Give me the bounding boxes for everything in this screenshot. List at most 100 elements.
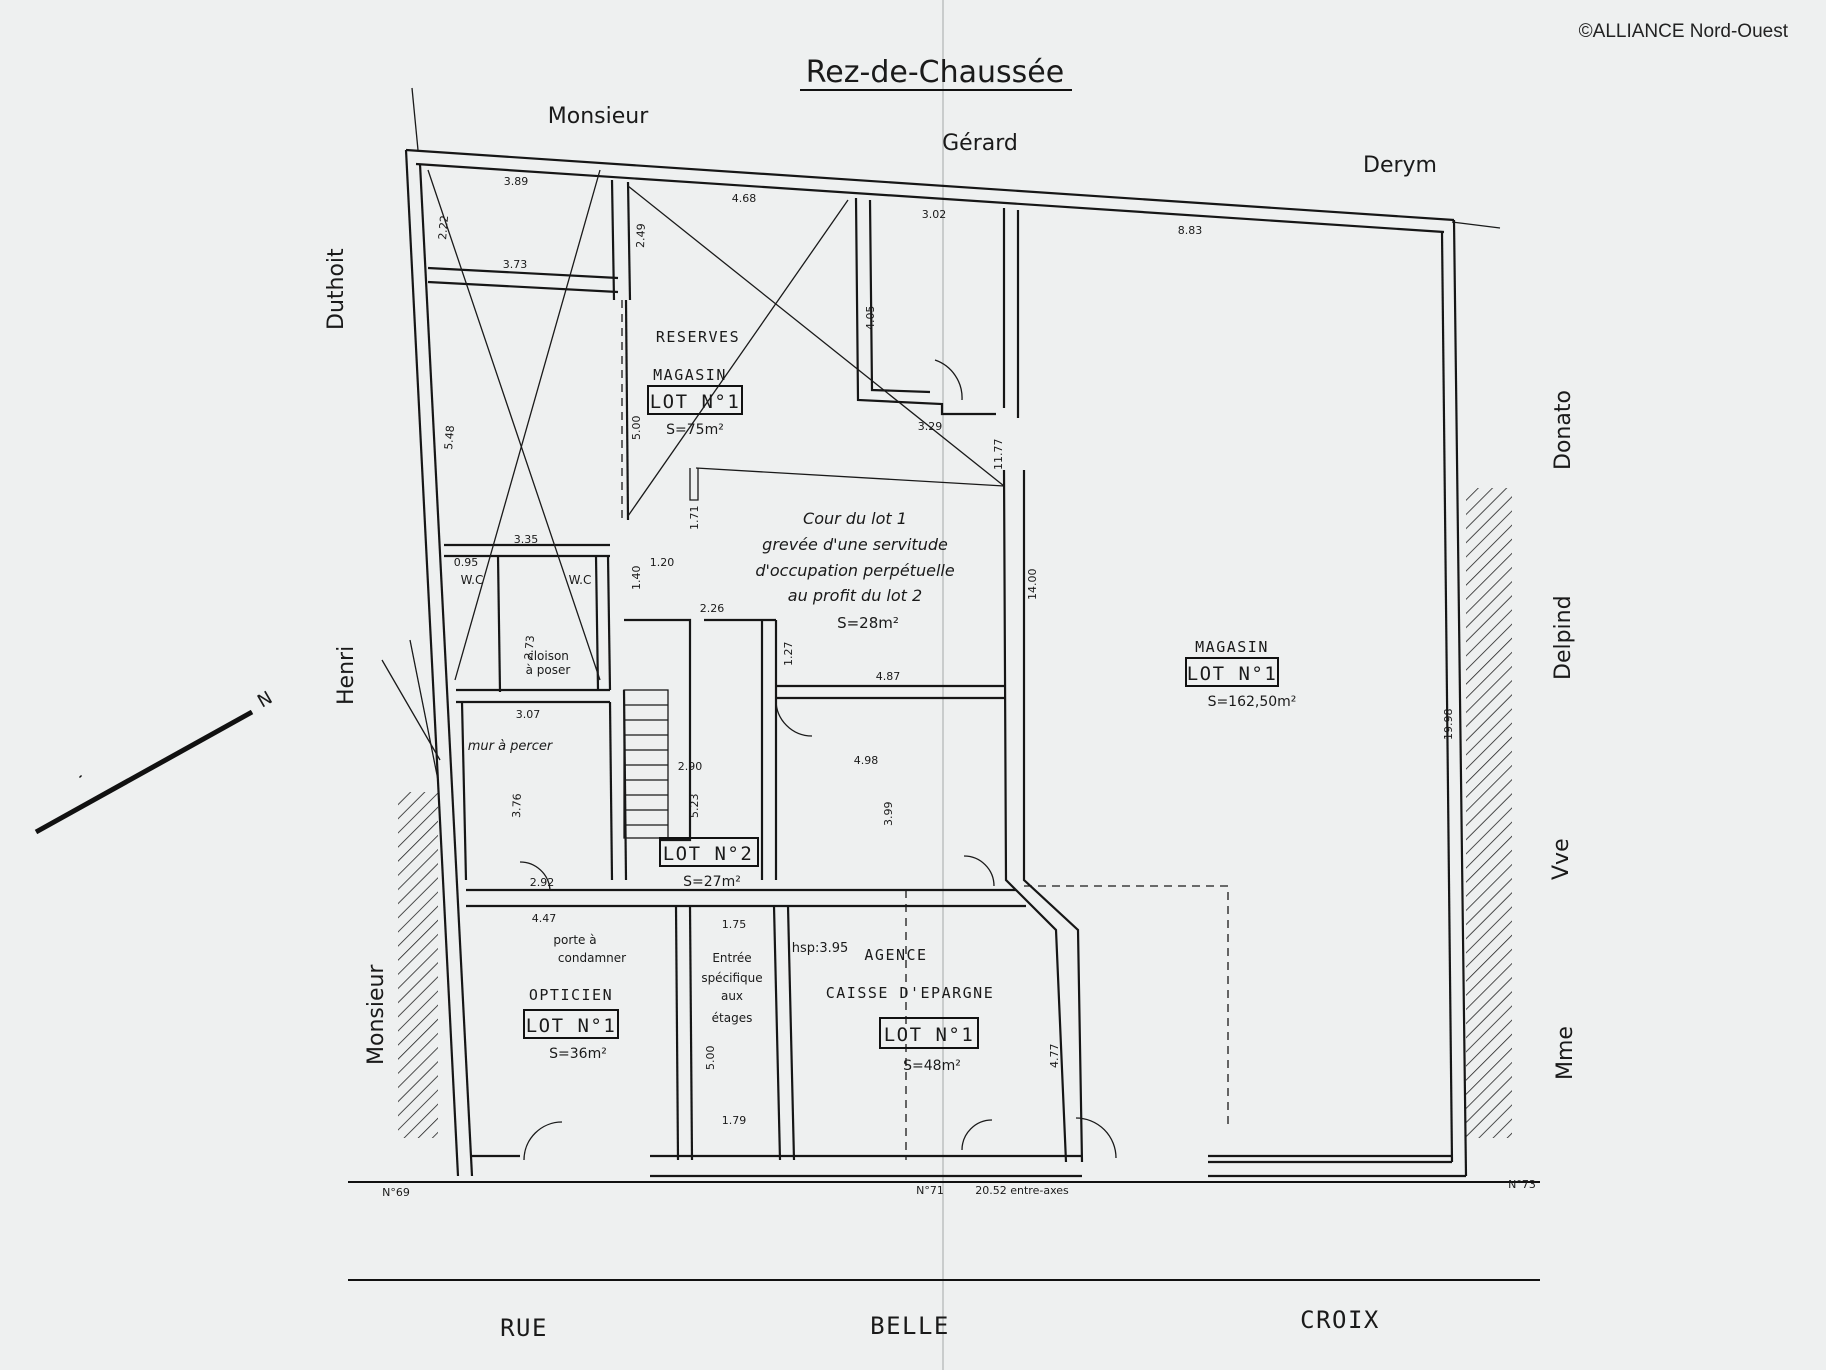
- street-name-word2: BELLE: [870, 1312, 950, 1340]
- dimension-label: 3.07: [516, 708, 541, 721]
- room-label-reserves: RESERVES: [656, 328, 740, 346]
- street-name-word1: RUE: [500, 1314, 548, 1342]
- lot-box-magasin-large: [1185, 657, 1279, 687]
- door-swings: [519, 359, 1117, 1161]
- staircase: [623, 689, 669, 839]
- dimension-label: 14.00: [1026, 569, 1039, 601]
- note-entree-line2: spécifique: [701, 971, 762, 985]
- note-entree-line4: étages: [712, 1011, 753, 1025]
- dimension-label: 5.48: [442, 425, 457, 451]
- area-label-lot2: S=27m²: [683, 874, 741, 890]
- room-label-opticien: OPTICIEN: [529, 986, 613, 1004]
- note-porte-line1: porte à: [553, 933, 596, 947]
- dimension-label: 3.29: [918, 420, 943, 433]
- crossed-void-lines: [381, 169, 1005, 781]
- cour-label-line4: au profit du lot 2: [788, 586, 922, 605]
- dimension-label: 1.40: [630, 566, 643, 591]
- street-name-word3: CROIX: [1300, 1306, 1380, 1334]
- interior-walls: [427, 179, 1452, 1178]
- neighbor-label-top-first: Monsieur: [548, 104, 649, 129]
- area-label-magasin-large: S=162,50m²: [1208, 694, 1297, 710]
- note-cloison-line1: cloison: [527, 649, 569, 663]
- lot-box-reserves: [647, 385, 743, 415]
- note-hsp: hsp:3.95: [792, 941, 849, 956]
- dimension-label: 4.77: [1048, 1044, 1061, 1069]
- neighbor-label-right-middle: Delpind: [1551, 595, 1576, 680]
- dimension-label: 2.26: [700, 602, 725, 615]
- room-label-magasin-small: MAGASIN: [653, 366, 727, 384]
- dimension-label: 3.89: [504, 175, 529, 188]
- dashed-outline-lower-right: [1024, 885, 1229, 1128]
- dimension-label: 2.22: [436, 215, 451, 241]
- neighbor-label-left-upper: Duthoit: [324, 248, 349, 330]
- lot-box-lot2: [659, 837, 759, 867]
- dimension-label: 4.68: [732, 192, 757, 205]
- boundary-line-top-left: [411, 87, 419, 151]
- dimension-label: 3.02: [922, 208, 947, 221]
- note-cloison-line2: à poser: [526, 663, 571, 677]
- copyright-notice: ©ALLIANCE Nord-Ouest: [1579, 21, 1789, 42]
- dimension-label: 3.35: [514, 533, 539, 546]
- dimension-label: 3.99: [882, 802, 895, 827]
- dimension-label: 8.83: [1178, 224, 1203, 237]
- cour-label-line2: grevée d'une servitude: [762, 535, 948, 554]
- dimension-label: 1.27: [782, 642, 795, 667]
- neighbor-label-right-lower: Vve: [1549, 838, 1574, 880]
- street-number-69: N°69: [382, 1186, 410, 1199]
- boundary-line-top-right: [1451, 221, 1501, 229]
- street-number-73: N°73: [1508, 1178, 1536, 1191]
- dimension-label: 2.73: [522, 635, 537, 661]
- lot-label-lot2: LOT N°2: [663, 843, 754, 865]
- note-porte-line2: condamner: [558, 951, 626, 965]
- note-entree-line1: Entrée: [712, 951, 751, 965]
- neighbor-label-top-middle: Gérard: [942, 131, 1018, 156]
- dimension-label: 5.00: [630, 416, 643, 441]
- dimension-label: 4.05: [864, 306, 877, 331]
- dimension-label: 1.79: [722, 1114, 747, 1127]
- dimension-label: 2.90: [678, 760, 703, 773]
- neighbor-label-right-upper: Donato: [1551, 390, 1576, 470]
- dimension-label: 1.71: [688, 506, 701, 531]
- neighbor-label-left-lower: Monsieur: [364, 964, 389, 1065]
- lot-label-opticien: LOT N°1: [526, 1015, 617, 1037]
- dimension-label: 1.20: [650, 556, 675, 569]
- north-arrow: [34, 709, 254, 835]
- room-label-wc-right: W.C: [569, 573, 592, 587]
- lot-box-agence: [879, 1017, 979, 1049]
- room-label-caisse-epargne: CAISSE D'EPARGNE: [826, 984, 995, 1002]
- note-mur-a-percer: mur à percer: [468, 739, 554, 754]
- dimension-label: 2.49: [634, 223, 648, 248]
- note-entree-line3: aux: [721, 989, 743, 1003]
- area-label-agence: S=48m²: [903, 1058, 961, 1074]
- plan-title: Rez-de-Chaussée: [806, 55, 1064, 90]
- area-label-opticien: S=36m²: [549, 1046, 607, 1062]
- lot-label-reserves: LOT N°1: [650, 391, 741, 413]
- dimension-label: 5.23: [688, 794, 701, 819]
- dimension-label: 11.77: [992, 439, 1005, 471]
- dimension-label: 4.47: [532, 912, 557, 925]
- lot-label-agence: LOT N°1: [884, 1024, 975, 1046]
- cour-label-line3: d'occupation perpétuelle: [755, 561, 955, 580]
- hatched-adjoining-wall-right: [1466, 488, 1512, 1138]
- lot-box-opticien: [523, 1009, 619, 1039]
- dimension-label: 19.98: [1442, 709, 1455, 741]
- lot-label-magasin-large: LOT N°1: [1187, 663, 1278, 685]
- area-label-reserves: S=75m²: [666, 422, 724, 438]
- neighbor-label-right-bottom: Mme: [1553, 1026, 1578, 1080]
- dimension-label: 1.75: [722, 918, 747, 931]
- cour-label-line1: Cour du lot 1: [803, 509, 907, 528]
- entre-axes-dimension: 20.52 entre-axes: [975, 1184, 1069, 1197]
- neighbor-label-top-last: Derym: [1363, 153, 1437, 178]
- neighbor-label-left-middle: Henri: [334, 646, 359, 705]
- dimension-label: 2.92: [530, 876, 555, 889]
- room-label-wc-left: W.C: [461, 573, 484, 587]
- dimension-label: 5.00: [704, 1046, 717, 1071]
- dimension-label: 4.98: [854, 754, 879, 767]
- hatched-adjoining-wall-left: [398, 792, 438, 1138]
- cour-area-label: S=28m²: [837, 614, 899, 632]
- street-number-71: N°71: [916, 1184, 944, 1197]
- room-label-magasin-large: MAGASIN: [1195, 638, 1269, 656]
- dimension-label: 3.73: [503, 258, 528, 271]
- dimension-label: 3.76: [510, 793, 524, 818]
